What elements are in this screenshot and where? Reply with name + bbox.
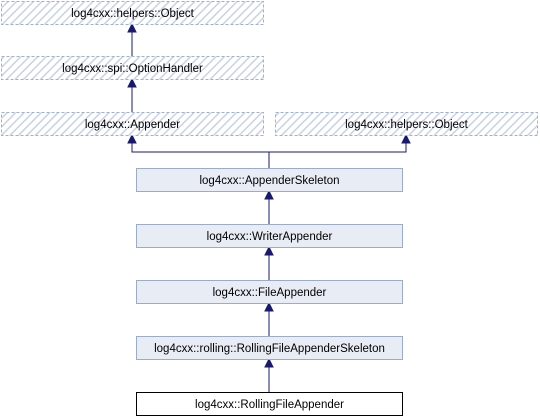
inheritance-arrowhead bbox=[264, 301, 274, 312]
class-node-appender-skeleton[interactable]: log4cxx::AppenderSkeleton bbox=[136, 168, 403, 192]
class-box bbox=[1, 1, 264, 25]
class-label: log4cxx::helpers::Object bbox=[71, 8, 195, 20]
class-box bbox=[136, 224, 403, 248]
class-label: log4cxx::Appender bbox=[85, 119, 180, 131]
class-node-file-appender[interactable]: log4cxx::FileAppender bbox=[136, 280, 403, 304]
class-box bbox=[136, 168, 403, 192]
class-node-helpers-object-right[interactable]: log4cxx::helpers::Object bbox=[275, 112, 538, 136]
class-label: log4cxx::helpers::Object bbox=[345, 119, 469, 131]
class-node-helpers-object-top[interactable]: log4cxx::helpers::Object bbox=[1, 1, 264, 25]
inheritance-arrowhead bbox=[264, 189, 274, 200]
inheritance-edge-appender_skeleton-to-helpers_object_right bbox=[268, 142, 407, 168]
class-box bbox=[136, 280, 403, 304]
class-box bbox=[1, 56, 264, 80]
class-node-option-handler[interactable]: log4cxx::spi::OptionHandler bbox=[1, 56, 264, 80]
class-box bbox=[136, 336, 403, 360]
class-label: log4cxx::RollingFileAppender bbox=[195, 399, 344, 411]
inheritance-edges bbox=[127, 22, 411, 392]
class-label: log4cxx::FileAppender bbox=[213, 287, 327, 299]
class-label: log4cxx::AppenderSkeleton bbox=[199, 175, 339, 187]
class-node-rolling-file-appender-skeleton[interactable]: log4cxx::rolling::RollingFileAppenderSke… bbox=[136, 336, 403, 360]
class-node-appender[interactable]: log4cxx::Appender bbox=[1, 112, 264, 136]
class-label: log4cxx::rolling::RollingFileAppenderSke… bbox=[154, 343, 385, 355]
class-label: log4cxx::spi::OptionHandler bbox=[62, 63, 203, 75]
class-node-rolling-file-appender: log4cxx::RollingFileAppender bbox=[136, 392, 403, 416]
class-label: log4cxx::WriterAppender bbox=[207, 231, 333, 243]
inheritance-arrowhead bbox=[127, 133, 137, 144]
class-box bbox=[1, 112, 264, 136]
inheritance-arrowhead bbox=[401, 133, 411, 144]
inheritance-arrowhead bbox=[264, 245, 274, 256]
inheritance-arrowhead bbox=[127, 22, 137, 33]
inheritance-arrowhead bbox=[127, 77, 137, 88]
class-box bbox=[275, 112, 538, 136]
inheritance-edge-appender_skeleton-to-appender bbox=[131, 142, 270, 168]
inheritance-arrowhead bbox=[264, 357, 274, 368]
class-node-writer-appender[interactable]: log4cxx::WriterAppender bbox=[136, 224, 403, 248]
